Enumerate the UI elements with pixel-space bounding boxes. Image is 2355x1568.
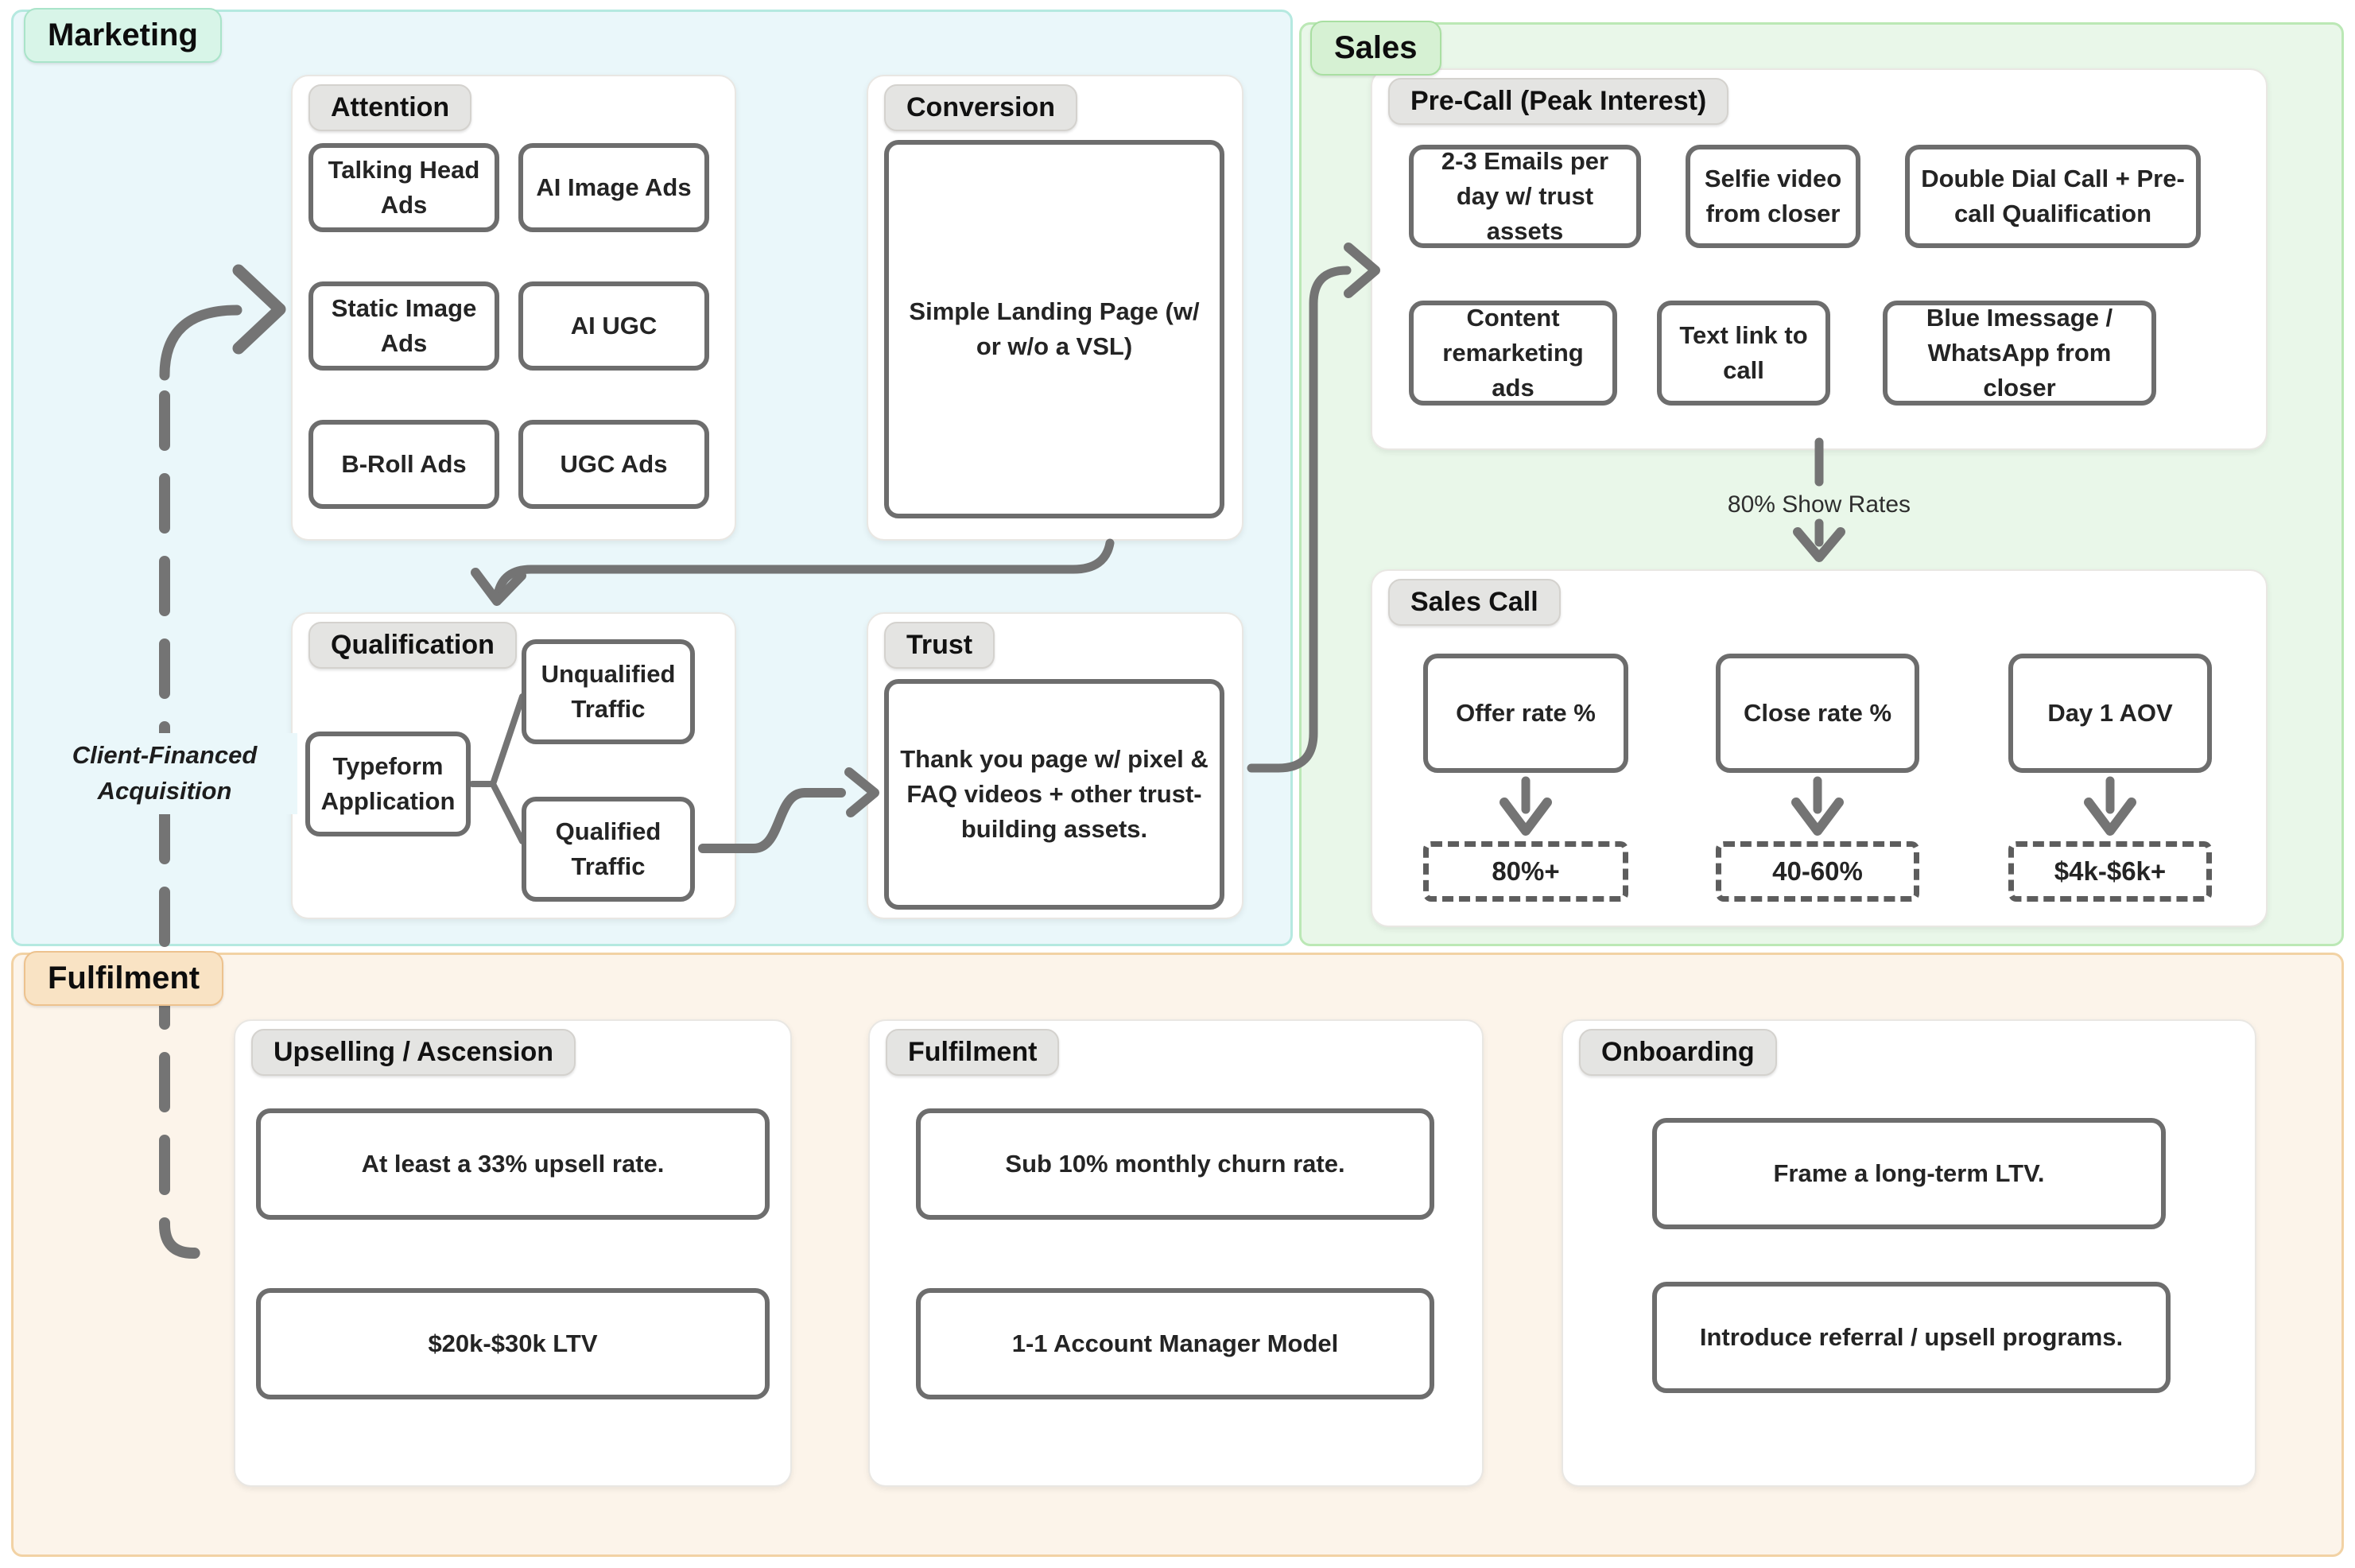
offer-rate-arrow-head-icon <box>1500 798 1552 836</box>
entry-arrow-shaft <box>159 305 242 381</box>
upselling-panel <box>234 1019 792 1487</box>
close-rate-arrow-head-icon <box>1791 798 1844 836</box>
show-rates-note: 80% Show Rates <box>1727 491 1911 518</box>
node-selfie-video: Selfie video from closer <box>1686 145 1860 248</box>
sales-section-label: Sales <box>1310 21 1441 76</box>
node-emails-per-day: 2-3 Emails per day w/ trust assets <box>1409 145 1641 248</box>
node-frame-long-term-ltv: Frame a long-term LTV. <box>1652 1118 2166 1229</box>
node-talking-head-ads: Talking Head Ads <box>308 143 499 232</box>
client-financed-acquisition-note: Client-Financed Acquisition <box>32 733 297 814</box>
node-ai-image-ads: AI Image Ads <box>518 143 709 232</box>
node-text-link-to-call: Text link to call <box>1657 301 1830 406</box>
node-offer-rate: Offer rate % <box>1423 654 1628 773</box>
fulfilment-inner-panel <box>868 1019 1484 1487</box>
node-landing-page: Simple Landing Page (w/ or w/o a VSL) <box>884 140 1224 518</box>
node-typeform-application: Typeform Application <box>305 732 471 836</box>
conversion-to-qualification-shaft <box>493 538 1115 600</box>
panel-title-salescall: Sales Call <box>1388 579 1561 626</box>
node-account-manager-model: 1-1 Account Manager Model <box>916 1288 1434 1399</box>
aov-arrow-head-icon <box>2084 798 2136 836</box>
marketing-section-label: Marketing <box>24 8 222 63</box>
client-financed-dashed-line <box>159 390 231 1259</box>
panel-title-conversion: Conversion <box>884 84 1078 131</box>
node-qualified-traffic: Qualified Traffic <box>522 797 695 902</box>
node-offer-rate-target: 80%+ <box>1423 841 1628 902</box>
panel-title-qualification: Qualification <box>308 622 517 669</box>
trust-to-precall-head-icon <box>1344 243 1380 298</box>
node-ugc-ads: UGC Ads <box>518 420 709 509</box>
node-close-rate-target: 40-60% <box>1716 841 1919 902</box>
fulfilment-section-label: Fulfilment <box>24 951 224 1006</box>
qualified-to-trust-head-icon <box>844 767 879 817</box>
panel-title-precall: Pre-Call (Peak Interest) <box>1388 78 1729 125</box>
node-static-image-ads: Static Image Ads <box>308 281 499 371</box>
node-upsell-rate: At least a 33% upsell rate. <box>256 1108 770 1220</box>
node-day1-aov: Day 1 AOV <box>2008 654 2212 773</box>
typeform-branch-lines <box>469 693 526 844</box>
node-content-remarketing: Content remarketing ads <box>1409 301 1617 406</box>
node-ltv-20k-30k: $20k-$30k LTV <box>256 1288 770 1399</box>
onboarding-panel <box>1562 1019 2256 1487</box>
node-close-rate: Close rate % <box>1716 654 1919 773</box>
qualified-to-trust-shaft <box>698 788 846 853</box>
node-ai-ugc: AI UGC <box>518 281 709 371</box>
node-churn-rate: Sub 10% monthly churn rate. <box>916 1108 1434 1220</box>
trust-to-precall-shaft <box>1247 266 1352 773</box>
node-thank-you-page: Thank you page w/ pixel & FAQ videos + o… <box>884 679 1224 910</box>
panel-title-onboarding: Onboarding <box>1579 1029 1777 1076</box>
node-unqualified-traffic: Unqualified Traffic <box>522 639 695 744</box>
node-double-dial-call: Double Dial Call + Pre-call Qualificatio… <box>1905 145 2201 248</box>
node-referral-upsell-programs: Introduce referral / upsell programs. <box>1652 1282 2171 1393</box>
panel-title-trust: Trust <box>884 622 995 669</box>
node-b-roll-ads: B-Roll Ads <box>308 420 499 509</box>
showrates-to-salescall-head-icon <box>1793 527 1845 562</box>
entry-arrow-head-icon <box>232 264 286 355</box>
node-aov-target: $4k-$6k+ <box>2008 841 2212 902</box>
panel-title-upselling: Upselling / Ascension <box>251 1029 576 1076</box>
panel-title-attention: Attention <box>308 84 472 131</box>
panel-title-fulfilment-inner: Fulfilment <box>886 1029 1060 1076</box>
conversion-to-qualification-head-icon <box>471 568 526 606</box>
node-imessage-whatsapp: Blue Imessage / WhatsApp from closer <box>1883 301 2156 406</box>
